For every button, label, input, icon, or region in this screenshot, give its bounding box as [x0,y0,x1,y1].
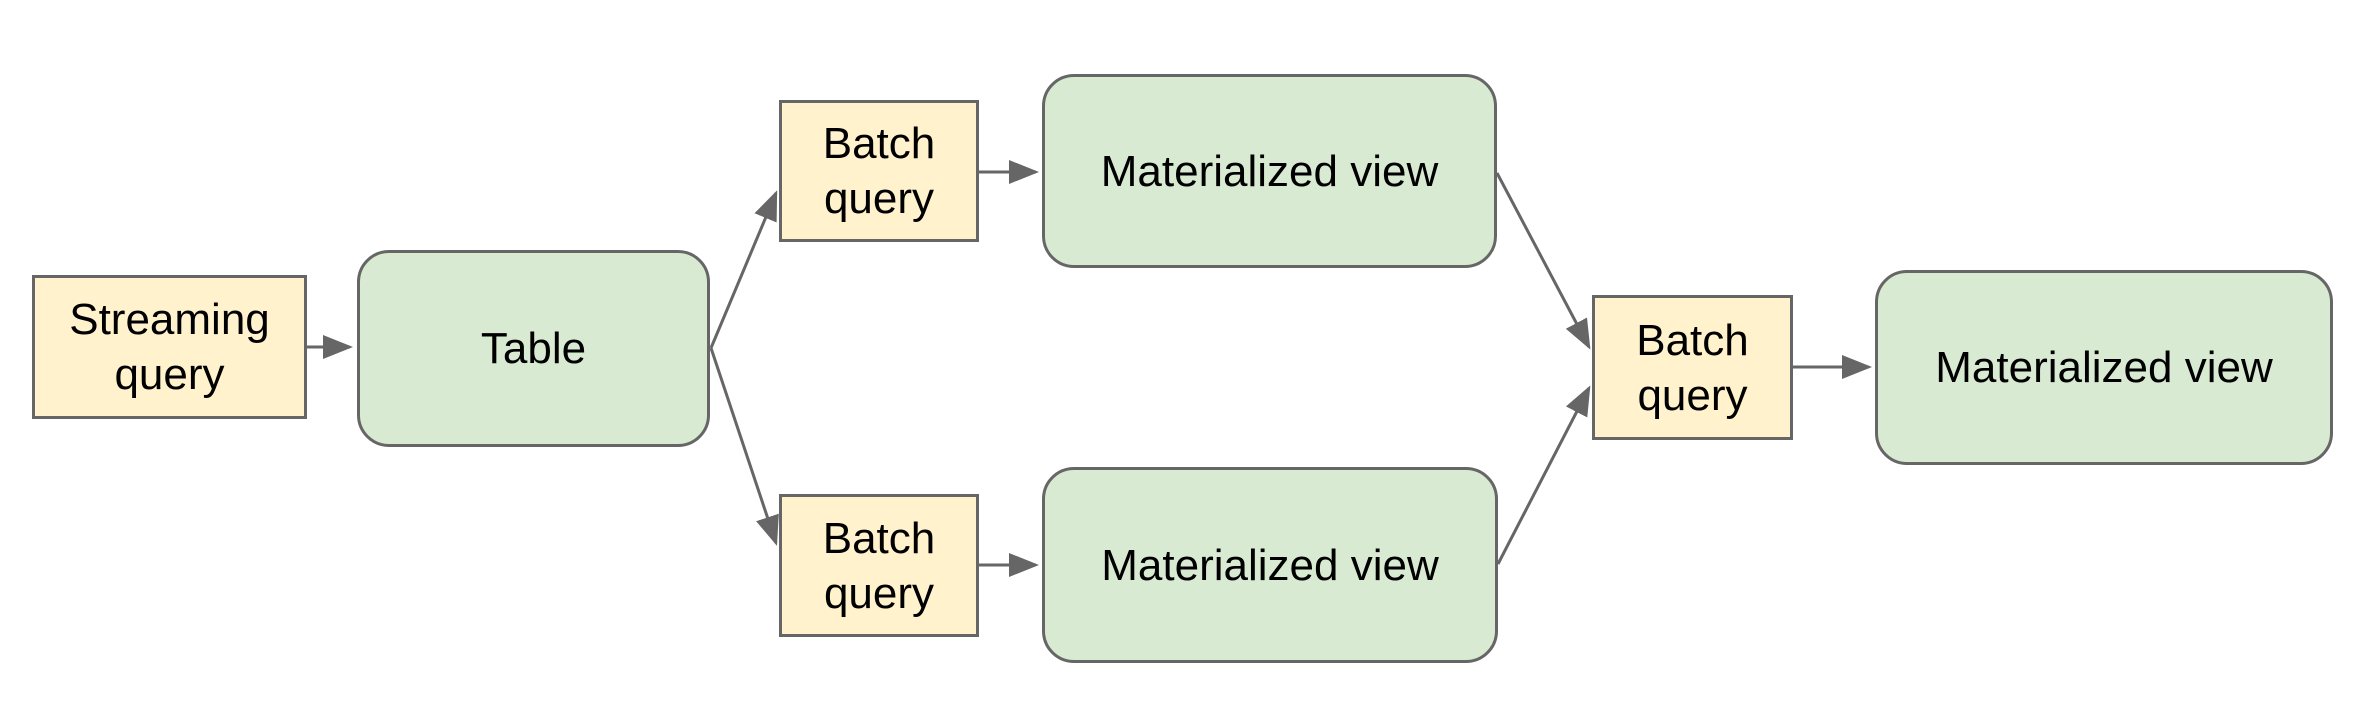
node-batch-query-top-label: Batch query [822,119,936,223]
arrow-table-to-batch-bottom [709,347,779,546]
node-table-label: Table [480,324,587,373]
node-materialized-view-final: Materialized view [1875,270,2333,465]
node-materialized-view-top-label: Materialized view [1100,146,1439,196]
node-table: Table [357,250,710,447]
node-streaming-query: Streaming query [32,275,307,419]
node-batch-query-bottom-label: Batch query [822,513,936,618]
arrow-mv-top-to-batch-final [1495,172,1591,350]
node-materialized-view-final-label: Materialized view [1935,343,2273,392]
arrow-mv-bottom-to-batch-final [1496,385,1591,565]
node-batch-query-final: Batch query [1592,295,1793,440]
node-materialized-view-bottom-label: Materialized view [1101,540,1439,590]
node-batch-query-final-label: Batch query [1636,315,1749,420]
node-batch-query-top: Batch query [779,100,979,242]
node-streaming-query-label: Streaming query [69,295,270,399]
node-materialized-view-top: Materialized view [1042,74,1497,268]
node-batch-query-bottom: Batch query [779,494,979,637]
node-materialized-view-bottom: Materialized view [1042,467,1498,663]
arrow-table-to-batch-top [709,190,778,349]
